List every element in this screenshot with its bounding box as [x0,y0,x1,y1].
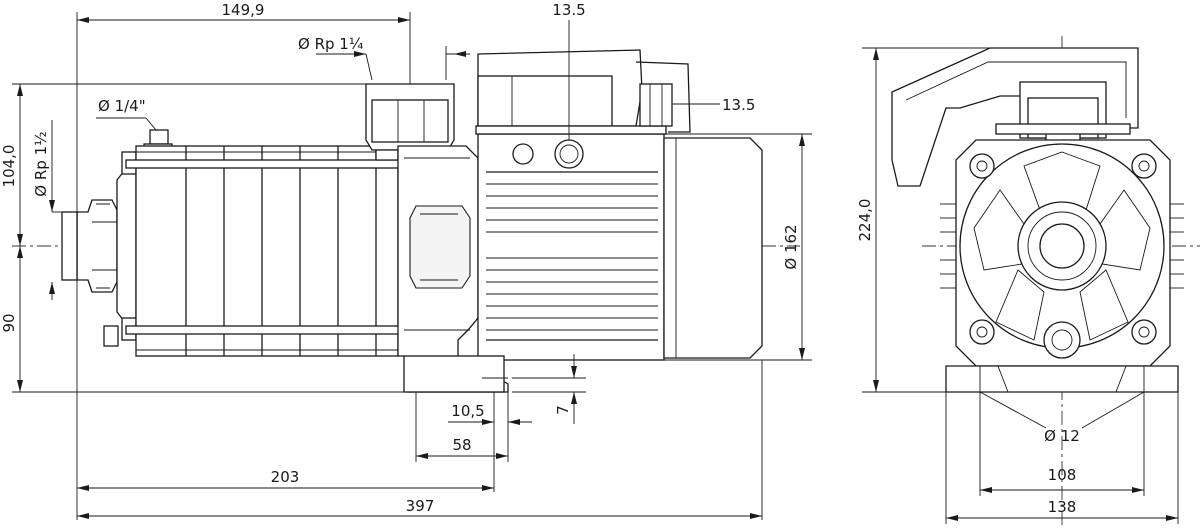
arrow [17,234,23,246]
outlet-leader [365,53,373,81]
label-outlet-thread: Ø Rp 1¼ [298,35,364,53]
side-view [12,49,800,393]
label-side-cable-gland: 13.5 [722,96,755,114]
inlet-bore [1039,223,1085,269]
front-drain-plug [1043,321,1081,359]
stage-rings [136,151,398,351]
front-view-dimensions [862,47,1179,524]
arrow [454,51,466,57]
inlet-flange [76,199,118,293]
top-flange-front [995,123,1131,135]
cooling-fins [486,183,658,331]
label-drain-thread: Ø 1/4" [98,97,146,115]
arrow [496,453,508,459]
arrow [354,51,366,57]
side-cable-gland [639,83,673,127]
top-cable-gland-inner [559,144,579,164]
corner-bolts [969,153,1157,345]
arrow [49,282,55,294]
top-cable-gland-nut [554,139,584,169]
arrow [17,84,23,96]
label-overall-height: 224,0 [856,199,874,242]
arrow [77,17,89,23]
label-length-to-outlet: 149,9 [222,1,265,19]
hole-leader [1081,391,1145,429]
hole-leader [979,391,1047,429]
outlet-neck [375,149,399,161]
arrow [571,366,577,378]
bracket-window [409,205,471,289]
arrow [77,485,89,491]
front-fins [940,203,1184,289]
label-overall-length: 397 [406,497,435,515]
arrow [873,48,879,60]
drain-leader [145,117,157,131]
label-top-cable-gland: 13.5 [552,1,585,19]
label-shaft-height: 90 [0,313,18,332]
arrow [416,453,428,459]
side-view-dimensions [12,12,812,520]
arrow [17,380,23,392]
arrow [77,513,89,519]
arrow [17,246,23,258]
bracket-window-detail [420,213,458,281]
terminal-box [477,75,613,127]
arrow [750,513,762,519]
stage-stack-outline [135,145,399,357]
vent-screw [149,129,169,145]
inlet-flange-detail [92,203,117,289]
arrow [482,419,494,425]
label-foot-thickness: 7 [554,405,572,415]
pump-foot [403,355,505,393]
front-base-detail [979,365,1145,393]
arrow [49,200,55,212]
stage-dividers [185,146,377,356]
label-inlet-height: 104,0 [0,145,18,188]
arrow [980,487,992,493]
fan-cover [663,137,763,359]
arrow [398,17,410,23]
tie-bar-bottom [125,325,409,335]
label-length-to-foot: 203 [271,468,300,486]
arrow [571,392,577,404]
front-drain-plug-inner [1051,329,1073,351]
label-foot-hole-spacing: 108 [1048,466,1077,484]
arrow [482,485,494,491]
arrow [1166,515,1178,521]
label-foot-offset: 10,5 [451,402,484,420]
label-foot-width-side: 58 [452,436,471,454]
label-inlet-thread: Ø Rp 1½ [32,131,50,196]
dimension-labels: 149,9 Ø Rp 1¼ Ø 1/4" 104,0 Ø Rp 1½ 90 13… [0,1,1080,516]
bracket-ribs [404,157,470,331]
label-foot-width: 138 [1048,498,1077,516]
cable-clamp [635,61,691,133]
arrow [946,515,958,521]
tie-bar-top [125,159,409,169]
arrow [1132,487,1144,493]
label-mounting-hole: Ø 12 [1044,427,1080,445]
inlet-ring-mid [1027,211,1097,281]
inlet-casing [116,149,137,343]
outlet-hex [371,99,449,143]
front-base [945,365,1179,393]
label-motor-diameter: Ø 162 [782,224,800,269]
drain-plug [103,325,119,347]
terminal-box-base [475,125,667,135]
arrow [508,419,520,425]
arrow [873,380,879,392]
arrow [799,134,805,146]
terminal-box-front-edge [905,61,1127,118]
capacitor-plug [512,143,534,165]
front-view [891,36,1200,526]
arrow [799,348,805,360]
inlet-thread [61,211,78,281]
